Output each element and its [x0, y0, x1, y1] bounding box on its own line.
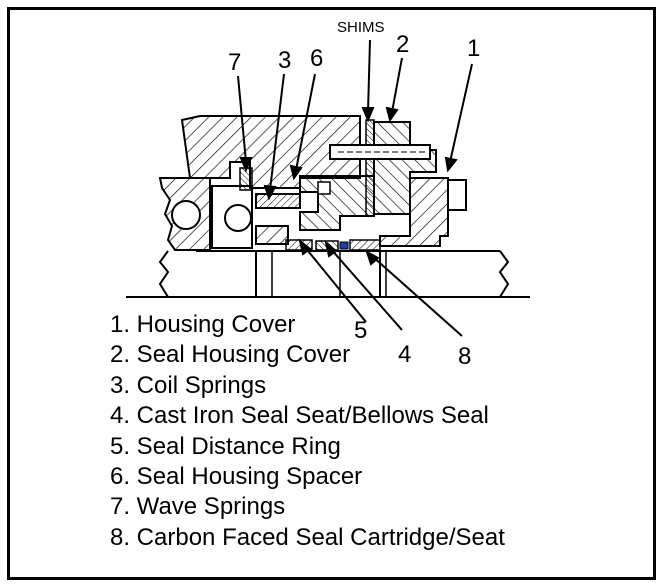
callout-7: 7 — [228, 49, 241, 76]
legend-item: 4. Cast Iron Seal Seat/Bellows Seal — [110, 402, 489, 430]
shaft-break-left — [158, 250, 170, 298]
bearing-race — [211, 185, 253, 249]
callout-4: 4 — [398, 341, 411, 368]
bearing-ball-right — [224, 204, 252, 232]
legend-item: 2. Seal Housing Cover — [110, 341, 351, 369]
callout-6: 6 — [310, 45, 323, 72]
legend-item: 1. Housing Cover — [110, 311, 296, 338]
legend-item: 8. Carbon Faced Seal Cartridge/Seat — [110, 523, 505, 551]
legend-item: 7. Wave Springs — [110, 493, 286, 521]
callout-3: 3 — [278, 47, 291, 74]
legend-item: 3. Coil Springs — [110, 371, 267, 399]
callout-5: 5 — [354, 317, 367, 344]
parts-legend: 1. Housing Cover 2. Seal Housing Cover 3… — [110, 310, 505, 553]
callout-shims: SHIMS — [337, 19, 385, 36]
callout-2: 2 — [396, 31, 409, 58]
shaft-sleeve — [255, 250, 381, 298]
seal-housing-spacer — [299, 175, 375, 231]
bellows-seal-accent — [339, 241, 349, 250]
coil-spring — [255, 193, 301, 209]
callout-8: 8 — [458, 343, 471, 370]
figure-frame — [7, 7, 656, 580]
leader-lines — [237, 39, 473, 337]
bearing-ball-left — [171, 200, 201, 230]
shaft-break-right — [498, 250, 510, 298]
housing-cover-flange — [447, 179, 467, 211]
seal-retainer — [255, 225, 289, 245]
legend-item: 5. Seal Distance Ring — [110, 432, 341, 460]
carbon-seal-cartridge — [349, 239, 381, 251]
spacer-pin — [317, 181, 331, 195]
callout-1: 1 — [467, 35, 480, 62]
legend-item: 6. Seal Housing Spacer — [110, 463, 363, 491]
